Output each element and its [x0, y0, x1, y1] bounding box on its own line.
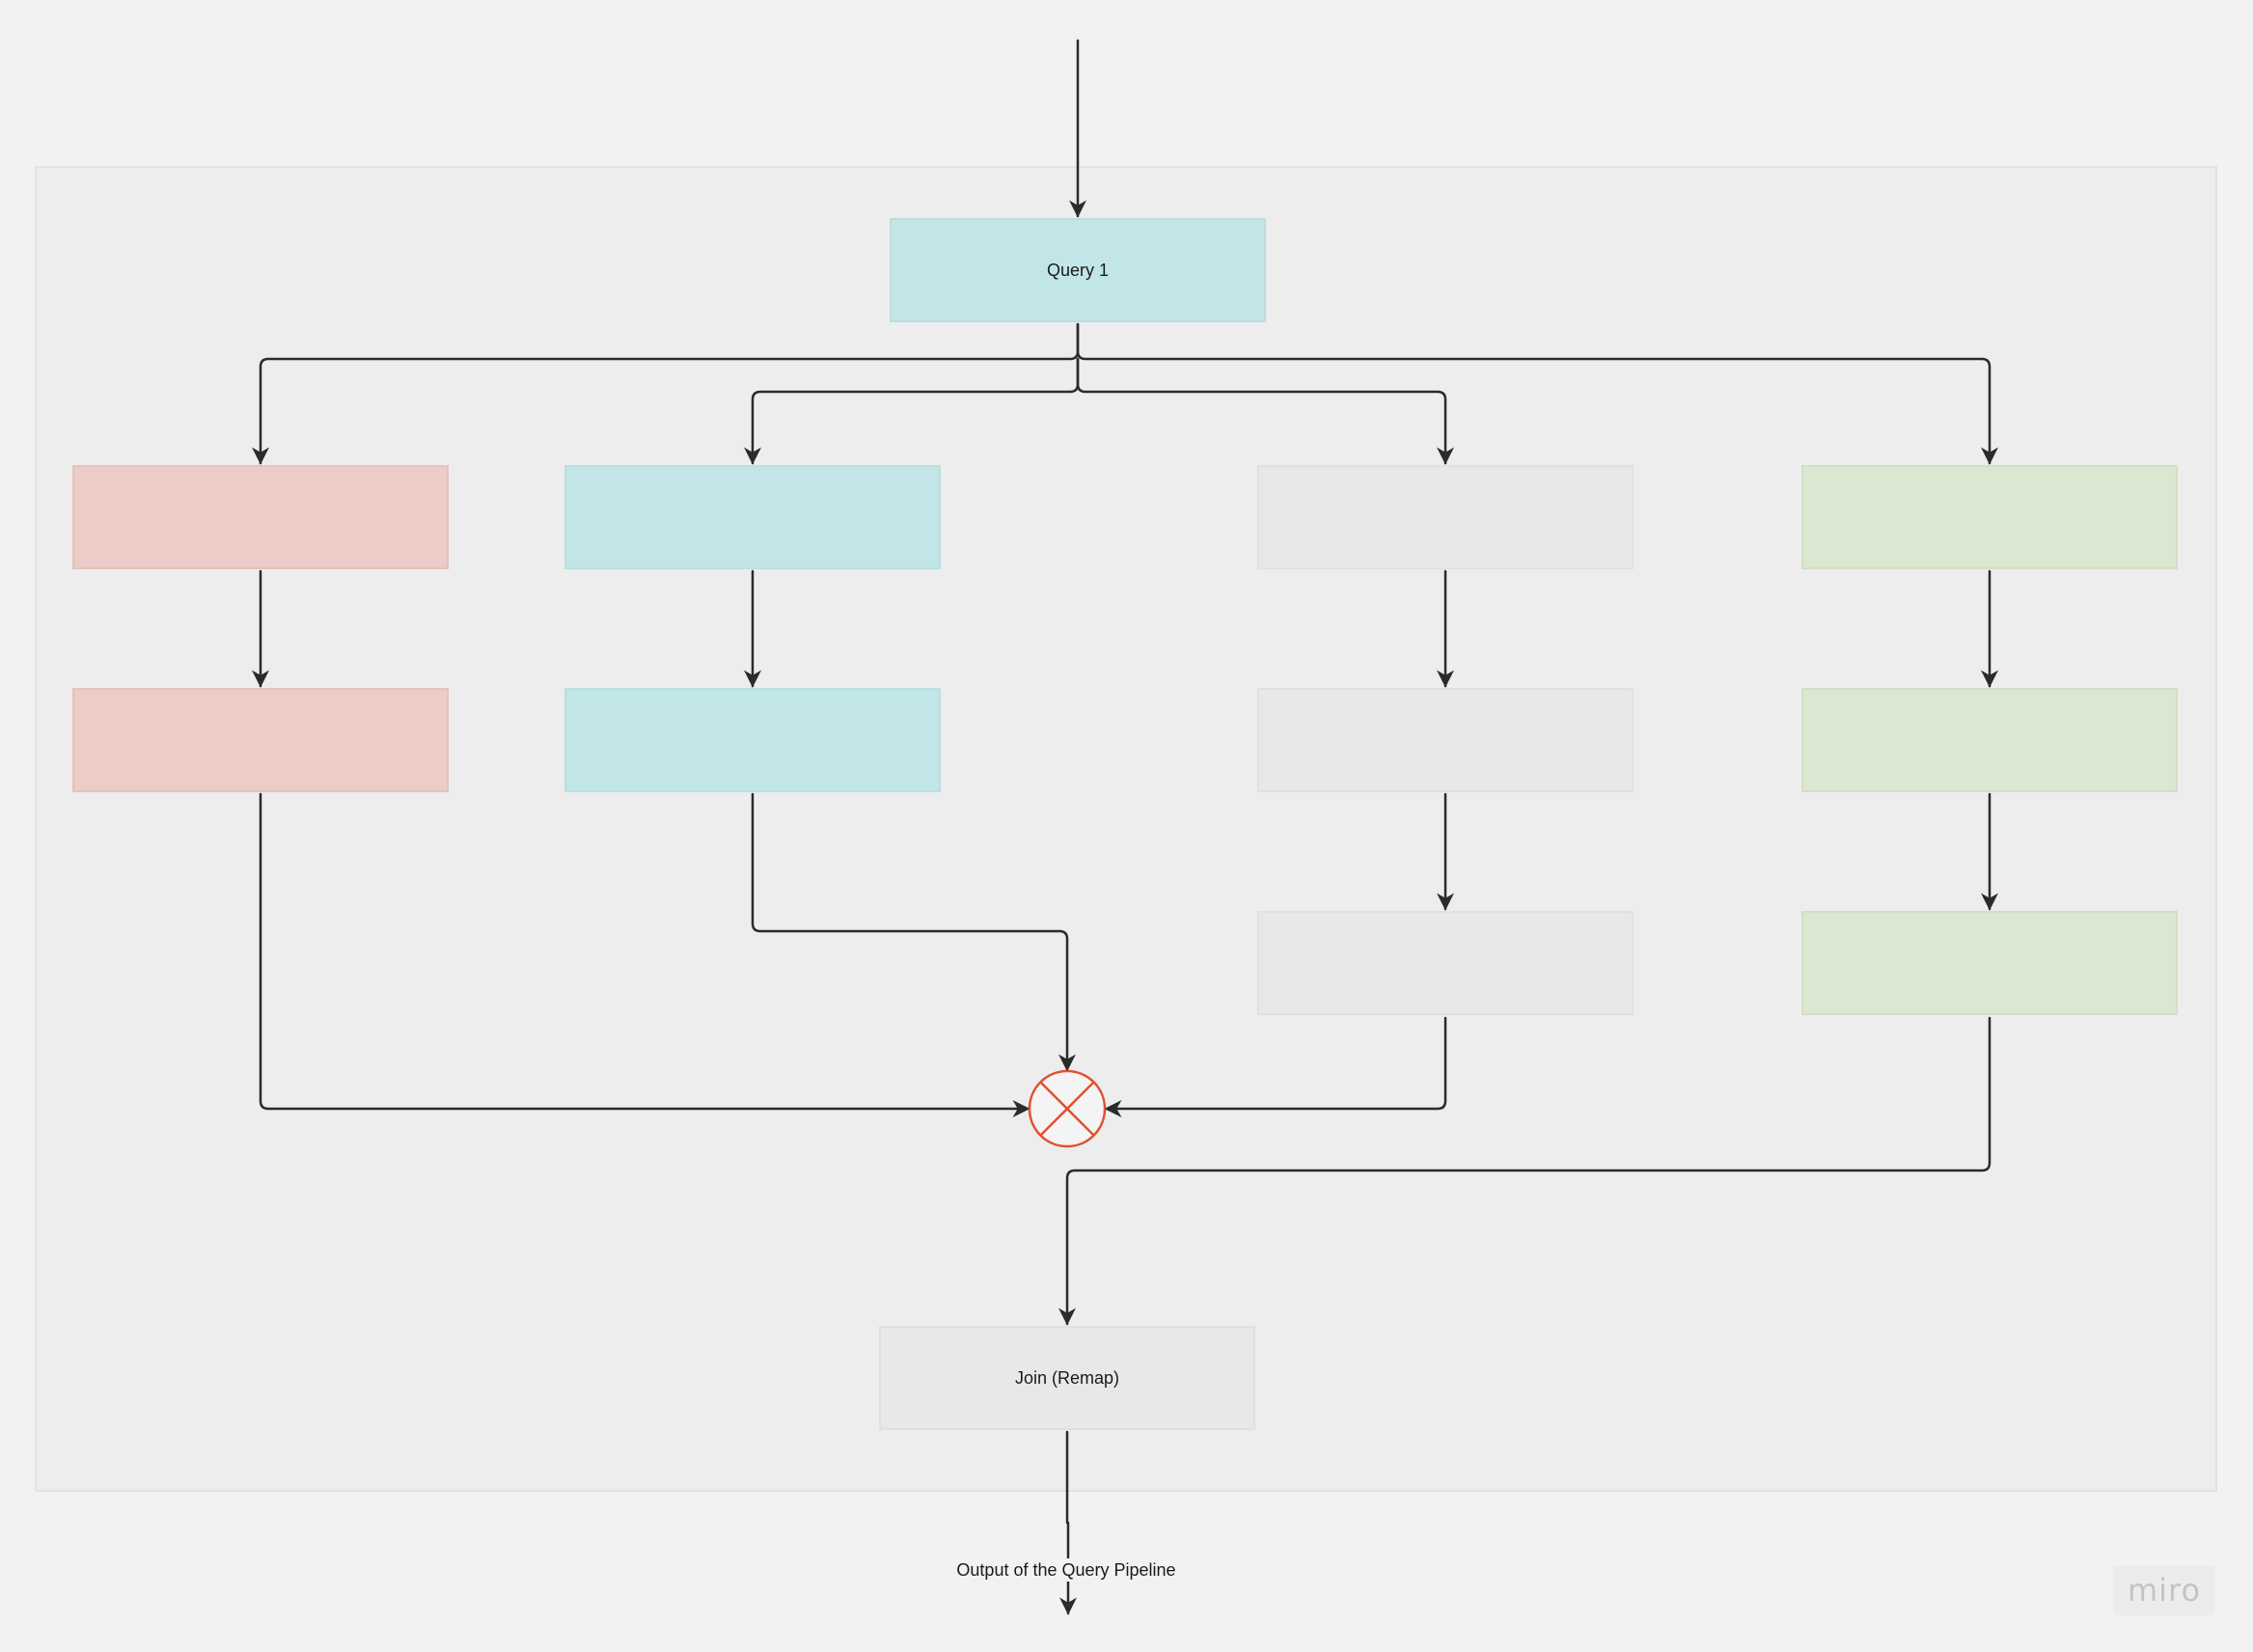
connector-q1-branch-red	[252, 322, 1080, 465]
circle-cross-icon[interactable]	[1028, 1069, 1107, 1148]
output-label: Output of the Query Pipeline	[907, 1558, 1225, 1582]
connector-q1-branch-grey	[1076, 357, 1454, 465]
connector-grey-combine	[1104, 1016, 1447, 1117]
join-label: Join (Remap)	[1014, 1367, 1120, 1388]
branch-red-step-2[interactable]	[72, 688, 449, 792]
branch-grey-step-3[interactable]	[1257, 911, 1634, 1015]
branch-grey-step-1[interactable]	[1257, 465, 1634, 569]
branch-red-step-1[interactable]	[72, 465, 449, 569]
query-1-label: Query 1	[1046, 260, 1110, 280]
connector-join-output	[1059, 1430, 1077, 1615]
pipeline-frame[interactable]	[35, 166, 2217, 1492]
branch-cyan-step-2[interactable]	[564, 688, 941, 792]
miro-logo: miro	[2113, 1565, 2215, 1615]
branch-cyan-step-1[interactable]	[564, 465, 941, 569]
branch-green-step-2[interactable]	[1801, 688, 2178, 792]
connector-green-join	[1058, 1016, 1992, 1326]
connector-cyan-combine	[751, 792, 1076, 1072]
branch-grey-step-2[interactable]	[1257, 688, 1634, 792]
join-node[interactable]: Join (Remap)	[879, 1326, 1255, 1430]
connector-red-combine	[259, 792, 1030, 1117]
connector-q1-branch-cyan	[744, 357, 1080, 465]
query-1-node[interactable]: Query 1	[890, 218, 1266, 322]
branch-green-step-1[interactable]	[1801, 465, 2178, 569]
connector-q1-branch-green	[1076, 322, 1998, 465]
branch-green-step-3[interactable]	[1801, 911, 2178, 1015]
